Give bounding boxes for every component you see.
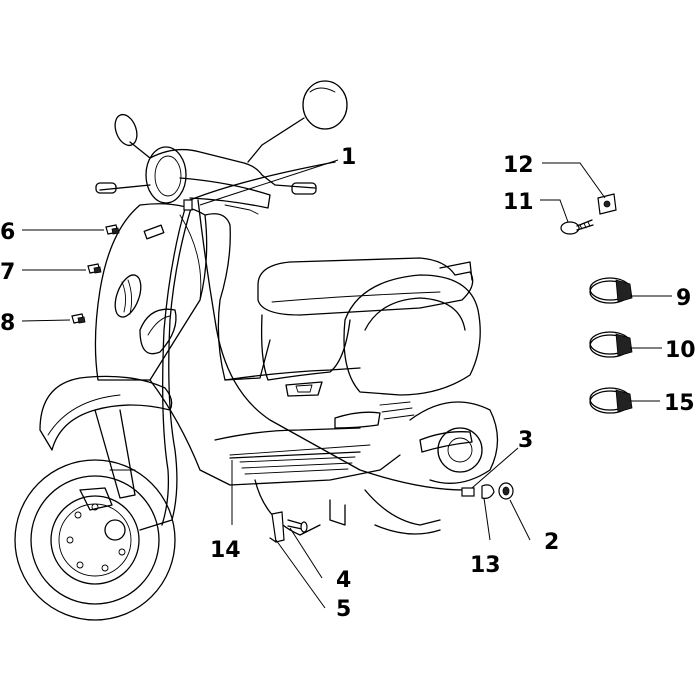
leader-13 [483,497,491,541]
clamp-part-9 [589,277,633,304]
callout-1: 1 [341,145,356,170]
body [149,213,401,536]
callout-9: 9 [676,286,691,311]
callout-3: 3 [518,428,533,453]
callout-5: 5 [336,597,351,622]
callout-15: 15 [664,391,695,416]
floorboard [229,411,381,475]
left-mirror [114,113,151,159]
headlight [145,146,187,204]
rear-side-panel [343,274,481,420]
leader-11 [540,199,569,223]
leader-5 [275,539,326,609]
clip-part-12 [597,193,617,215]
callout-numbers: 1 2 3 4 5 6 7 8 9 10 11 12 13 14 15 [0,145,696,622]
cable-end-part-2 [498,482,514,500]
clamp-part-10 [589,331,633,358]
callout-2: 2 [544,530,559,555]
front-fender [39,375,173,451]
handlebar [95,148,317,215]
callout-10: 10 [665,338,696,363]
cable-end-part-13 [481,484,495,499]
callout-11: 11 [503,190,534,215]
leader-12 [542,162,606,199]
centre-panel [260,314,351,397]
bolt-part-4 [287,519,308,533]
callout-13: 13 [470,553,501,578]
seat [257,257,474,316]
clip-part-7 [87,263,102,274]
front-wheel [14,409,176,621]
scooter-drawing [14,80,499,621]
right-mirror [247,80,348,163]
clamp-part-15 [589,387,633,414]
leader-3 [471,447,519,489]
leader-1 [199,159,339,206]
cable-end-part-3 [461,487,475,497]
leader-8 [21,319,71,322]
side-stand [329,499,346,526]
bracket-part-5 [269,511,285,543]
leader-lines [21,159,672,609]
callout-12: 12 [503,153,534,178]
callout-7: 7 [0,260,15,285]
leader-4 [289,527,323,579]
callout-6: 6 [0,220,15,245]
callout-8: 8 [0,311,15,336]
cable-routing [139,161,466,531]
leader-2 [509,499,531,541]
engine [364,401,499,535]
clip-part-8 [71,313,86,324]
callout-4: 4 [336,568,351,593]
callout-14: 14 [210,538,241,563]
clip-part-6 [105,224,120,235]
screw-part-11 [560,219,594,235]
